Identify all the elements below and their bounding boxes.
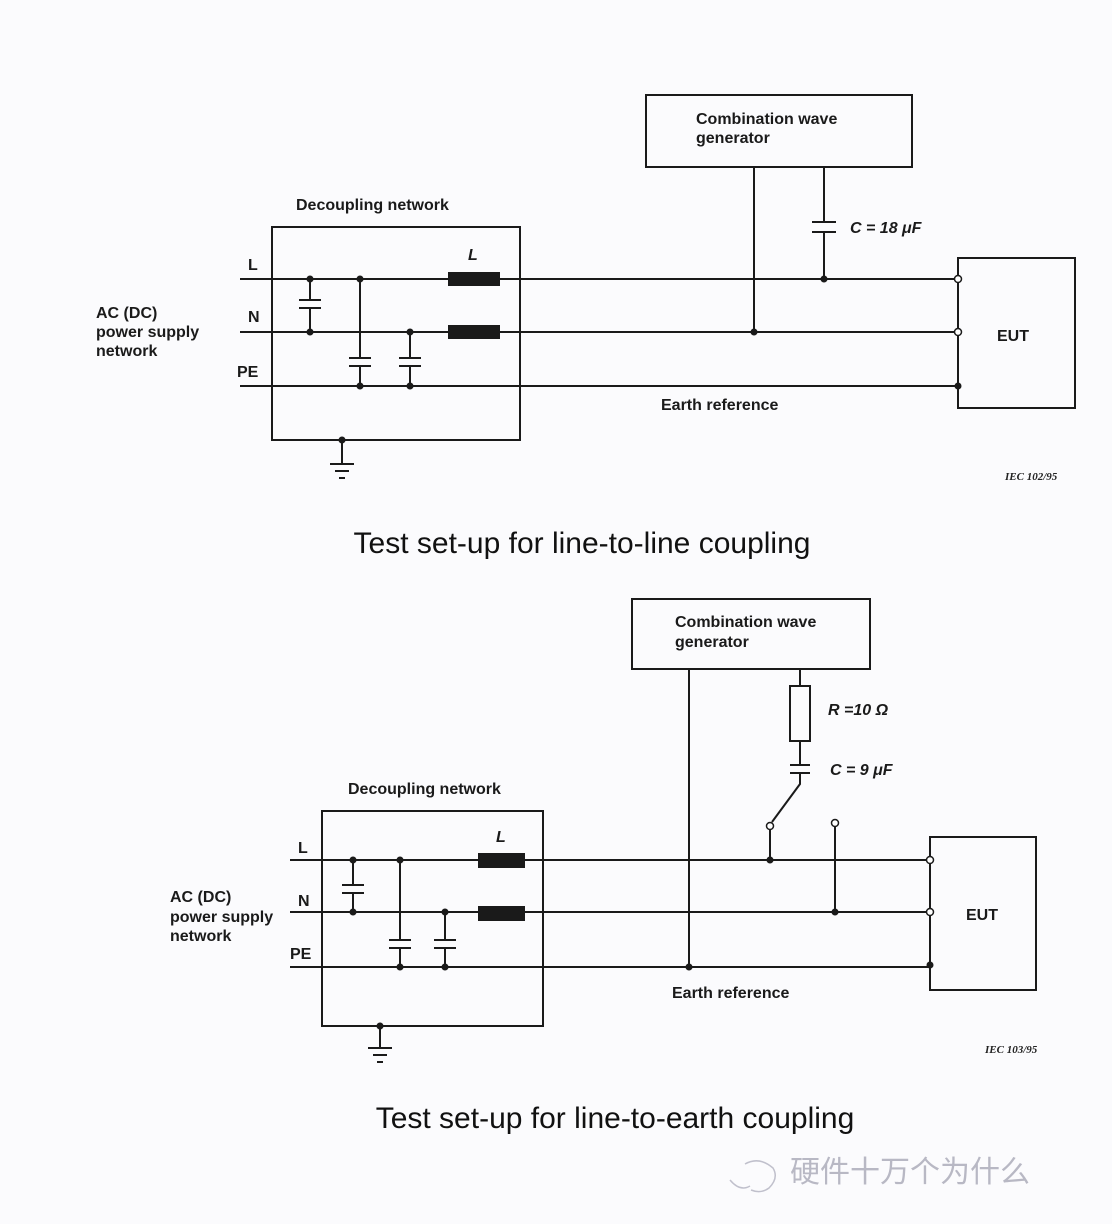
diagram-title: Test set-up for line-to-line coupling	[354, 527, 811, 560]
inductor-l	[448, 272, 500, 286]
capacitors	[342, 860, 456, 967]
earth-reference-label: Earth reference	[661, 397, 778, 414]
inductor-label: L	[468, 247, 478, 264]
generator-wiring	[688, 669, 836, 967]
generator-label: Combination wave	[696, 111, 837, 128]
source-label: network	[170, 928, 231, 945]
iec-label: IEC 102/95	[1004, 471, 1058, 483]
line-label-pe: PE	[237, 364, 259, 381]
capacitor-label: C = 9 μF	[830, 762, 894, 779]
junction-dots	[349, 856, 934, 1030]
line-to-earth-diagram: Combination wave generator R =10 Ω C = 9…	[170, 598, 1038, 1135]
line-label-n: N	[298, 893, 310, 910]
source-label: network	[96, 343, 157, 360]
diagram-title: Test set-up for line-to-earth coupling	[376, 1102, 855, 1135]
decoupling-title: Decoupling network	[348, 781, 501, 798]
eut-label: EUT	[997, 328, 1029, 345]
inductor-l	[478, 853, 525, 868]
power-lines	[240, 278, 958, 387]
generator-label: generator	[696, 130, 770, 147]
junction-dots	[306, 275, 962, 444]
line-label-n: N	[248, 309, 260, 326]
inductor-label: L	[496, 829, 506, 846]
line-to-line-diagram: Combination wave generator C = 18 μF Dec…	[96, 94, 1076, 560]
watermark-text: 硬件十万个为什么	[790, 1155, 1030, 1190]
ground-icon	[368, 1026, 392, 1063]
decoupling-box	[321, 810, 544, 1027]
generator-wiring	[753, 167, 836, 332]
wechat-icon	[729, 1160, 776, 1193]
line-label-pe: PE	[290, 946, 312, 963]
generator-label: generator	[675, 634, 749, 651]
resistor-label: R =10 Ω	[828, 702, 889, 719]
source-label: AC (DC)	[96, 305, 157, 322]
source-label: power supply	[96, 324, 199, 341]
decoupling-box	[271, 226, 521, 441]
eut-label: EUT	[966, 907, 998, 924]
decoupling-title: Decoupling network	[296, 197, 449, 214]
resistor	[789, 685, 811, 742]
generator-label: Combination wave	[675, 614, 816, 631]
line-label-l: L	[298, 840, 308, 857]
source-label: AC (DC)	[170, 889, 231, 906]
line-label-l: L	[248, 257, 258, 274]
earth-reference-label: Earth reference	[672, 985, 789, 1002]
generator-box	[645, 94, 913, 168]
generator-box	[631, 598, 871, 670]
ground-icon	[330, 440, 354, 479]
iec-label: IEC 103/95	[984, 1044, 1038, 1056]
inductor-n	[478, 906, 525, 921]
capacitor-label: C = 18 μF	[850, 220, 923, 237]
source-label: power supply	[170, 909, 273, 926]
watermark: 硬件十万个为什么	[729, 1155, 1030, 1193]
capacitors	[299, 279, 421, 386]
inductor-n	[448, 325, 500, 339]
